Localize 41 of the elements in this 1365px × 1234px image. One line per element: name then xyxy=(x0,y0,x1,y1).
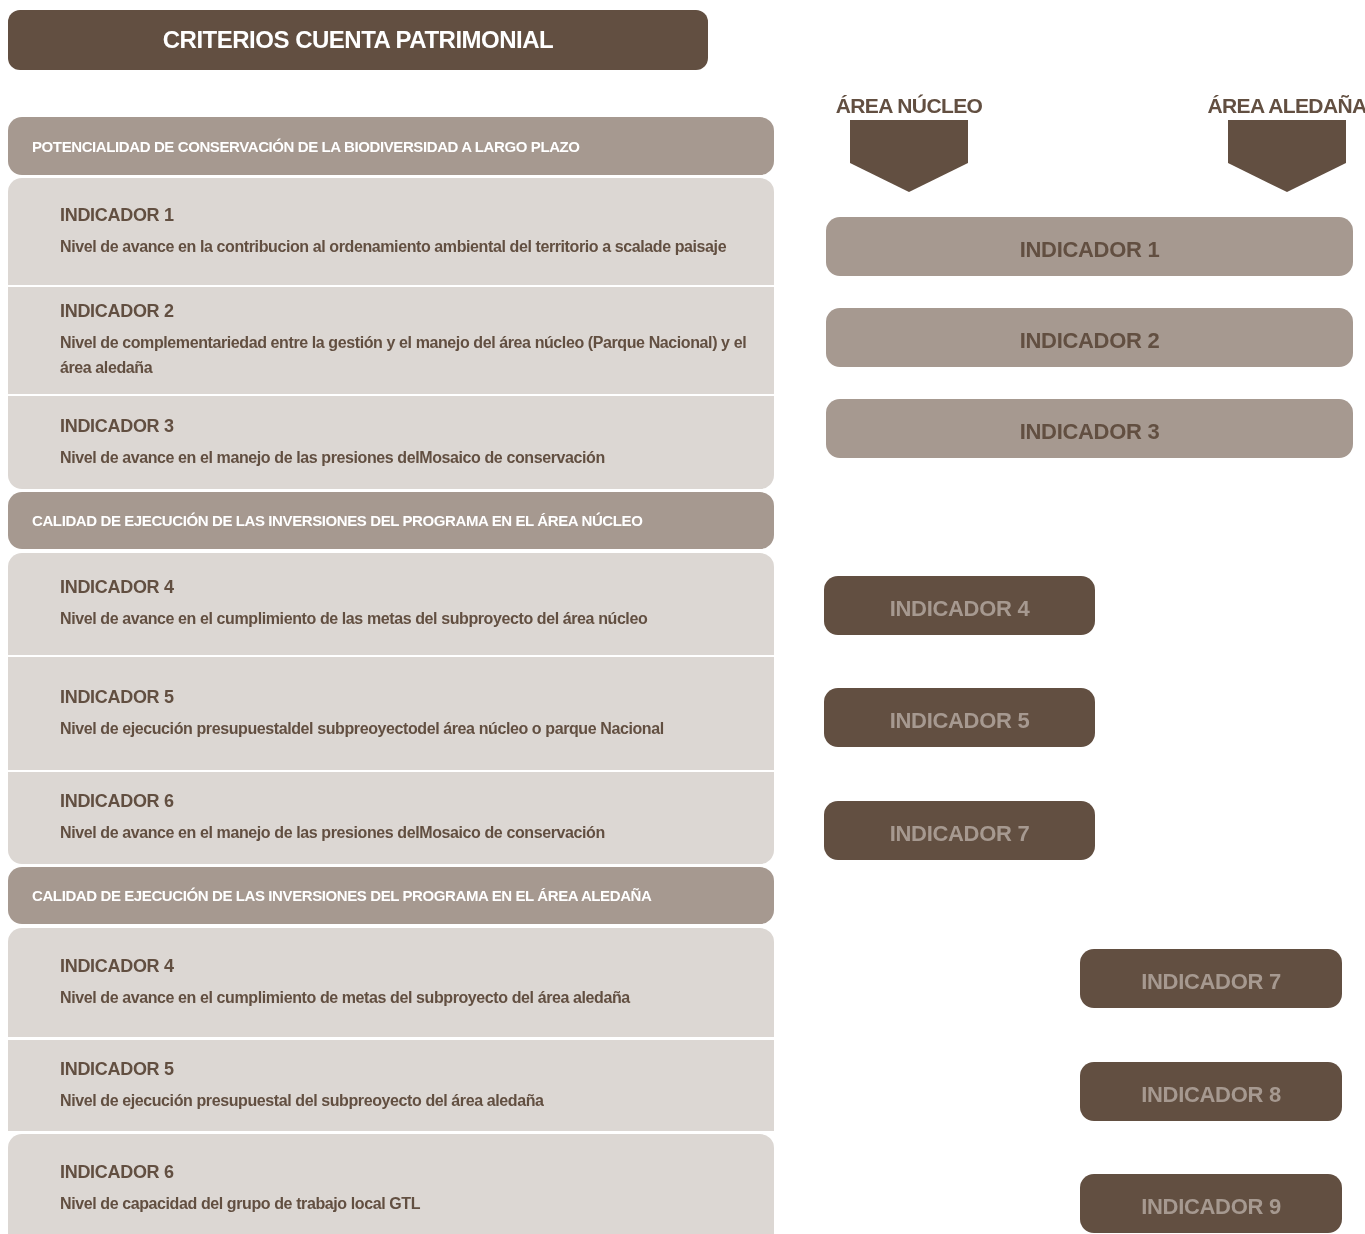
indicator-heading: INDICADOR 3 xyxy=(60,415,175,437)
indicator-pill: INDICADOR 2 xyxy=(826,308,1353,367)
indicator-panel xyxy=(8,657,774,770)
indicator-pill: INDICADOR 8 xyxy=(1080,1062,1342,1121)
indicator-pill: INDICADOR 5 xyxy=(824,688,1095,747)
indicator-panel xyxy=(8,1134,774,1234)
indicator-pill: INDICADOR 3 xyxy=(826,399,1353,458)
area-label: ÁREA NÚCLEO xyxy=(835,94,983,118)
indicator-panel xyxy=(8,178,774,285)
indicator-heading: INDICADOR 6 xyxy=(60,791,175,812)
indicator-description: Nivel de avance en el manejo de las presiones delMosaico de conservación xyxy=(60,447,606,468)
indicator-description: Nivel de capacidad del grupo de trabajo local GTL xyxy=(60,1194,422,1214)
indicator-heading: INDICADOR 6 xyxy=(60,1162,175,1183)
section-header: POTENCIALIDAD DE CONSERVACIÓN DE LA BIODIVERSIDAD A LARGO PLAZO xyxy=(8,117,774,175)
indicator-panel xyxy=(8,928,774,1037)
indicator-pill: INDICADOR 1 xyxy=(826,217,1353,276)
indicator-panel xyxy=(8,287,774,394)
indicator-description: Nivel de ejecución presupuestal del subpreoyecto del área aledaña xyxy=(60,1090,545,1111)
indicator-pill: INDICADOR 7 xyxy=(1080,949,1342,1008)
section-header: CALIDAD DE EJECUCIÓN DE LAS INVERSIONES DEL PROGRAMA EN EL ÁREA ALEDAÑA xyxy=(8,867,774,924)
indicator-pill: INDICADOR 9 xyxy=(1080,1174,1342,1233)
indicator-heading: INDICADOR 1 xyxy=(60,204,175,226)
indicator-description: Nivel de avance en el manejo de las presiones delMosaico de conservación xyxy=(60,823,606,843)
indicator-description: Nivel de ejecución presupuestaldel subpreoyectodel área núcleo o parque Nacional xyxy=(60,718,665,739)
indicator-pill: INDICADOR 7 xyxy=(824,801,1095,860)
indicator-panel xyxy=(8,1040,774,1131)
indicator-description: Nivel de avance en la contribucion al ordenamiento ambiental del territorio a scalade paisaje xyxy=(60,236,728,257)
indicator-heading: INDICADOR 4 xyxy=(60,577,175,598)
indicator-description: Nivel de complementariedad entre la gestión y el manejo del área núcleo (Parque Nacional) y el área aledaña xyxy=(60,333,748,378)
indicator-panel xyxy=(8,553,774,655)
indicator-heading: INDICADOR 2 xyxy=(60,301,175,322)
indicator-panel xyxy=(8,772,774,864)
indicator-panel xyxy=(8,396,774,489)
section-header: CALIDAD DE EJECUCIÓN DE LAS INVERSIONES DEL PROGRAMA EN EL ÁREA NÚCLEO xyxy=(8,492,774,549)
indicator-pill: INDICADOR 4 xyxy=(824,576,1095,635)
indicator-heading: INDICADOR 5 xyxy=(60,686,175,708)
title-banner: CRITERIOS CUENTA PATRIMONIAL xyxy=(8,10,708,70)
indicator-heading: INDICADOR 4 xyxy=(60,955,175,977)
indicator-description: Nivel de avance en el cumplimiento de metas del subproyecto del área aledaña xyxy=(60,987,632,1008)
indicator-description: Nivel de avance en el cumplimiento de las metas del subproyecto del área núcleo xyxy=(60,609,649,629)
indicator-heading: INDICADOR 5 xyxy=(60,1058,175,1080)
